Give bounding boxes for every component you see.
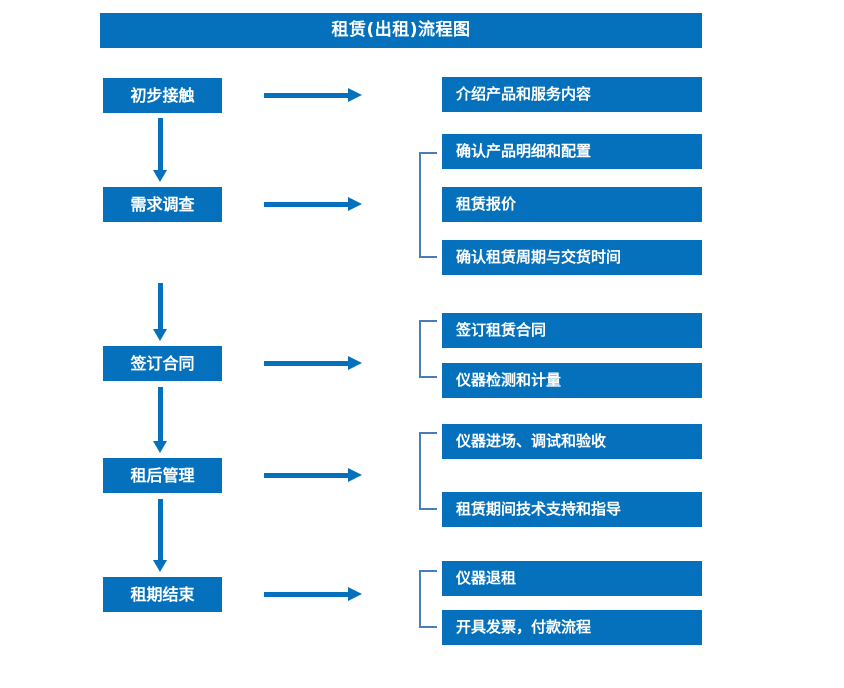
arrow-head: [348, 197, 362, 211]
arrow-shaft: [264, 92, 348, 98]
arrow-shaft: [157, 387, 163, 442]
horizontal-arrow-1: [264, 88, 362, 102]
arrow-shaft: [264, 201, 348, 207]
detail-box-5[interactable]: 签订租赁合同: [442, 313, 702, 348]
detail-box-3[interactable]: 租赁报价: [442, 187, 702, 222]
group-bracket-demand-survey: [419, 152, 437, 258]
page-title: 租赁(出租)流程图: [100, 13, 702, 48]
arrow-head: [153, 441, 167, 453]
arrow-head: [153, 560, 167, 572]
arrow-shaft: [264, 591, 348, 597]
detail-box-6[interactable]: 仪器检测和计量: [442, 363, 702, 398]
horizontal-arrow-2: [264, 197, 362, 211]
group-bracket-contract: [419, 320, 437, 378]
arrow-shaft: [157, 499, 163, 561]
stage-box-2[interactable]: 需求调查: [103, 187, 222, 222]
arrow-shaft: [264, 472, 348, 478]
detail-box-9[interactable]: 仪器退租: [442, 561, 702, 596]
arrow-shaft: [157, 118, 163, 171]
group-bracket-post-rental: [419, 432, 437, 510]
stage-box-5[interactable]: 租期结束: [103, 577, 222, 612]
detail-box-8[interactable]: 租赁期间技术支持和指导: [442, 492, 702, 527]
arrow-shaft: [264, 360, 348, 366]
horizontal-arrow-4: [264, 468, 362, 482]
stage-box-3[interactable]: 签订合同: [103, 346, 222, 381]
stage-box-4[interactable]: 租后管理: [103, 458, 222, 493]
group-bracket-lease-end: [419, 570, 437, 628]
arrow-head: [348, 587, 362, 601]
arrow-head: [348, 88, 362, 102]
vertical-arrow-3-to-4: [153, 387, 167, 453]
horizontal-arrow-5: [264, 587, 362, 601]
detail-box-1[interactable]: 介绍产品和服务内容: [442, 77, 702, 112]
arrow-head: [153, 329, 167, 341]
vertical-arrow-4-to-5: [153, 499, 167, 572]
arrow-shaft: [157, 283, 163, 330]
detail-box-4[interactable]: 确认租赁周期与交货时间: [442, 240, 702, 275]
stage-box-1[interactable]: 初步接触: [103, 78, 222, 113]
horizontal-arrow-3: [264, 356, 362, 370]
detail-box-2[interactable]: 确认产品明细和配置: [442, 134, 702, 169]
detail-box-10[interactable]: 开具发票，付款流程: [442, 610, 702, 645]
arrow-head: [348, 356, 362, 370]
arrow-head: [153, 170, 167, 182]
vertical-arrow-1-to-2: [153, 118, 167, 182]
arrow-head: [348, 468, 362, 482]
vertical-arrow-2-to-3: [153, 283, 167, 341]
detail-box-7[interactable]: 仪器进场、调试和验收: [442, 424, 702, 459]
